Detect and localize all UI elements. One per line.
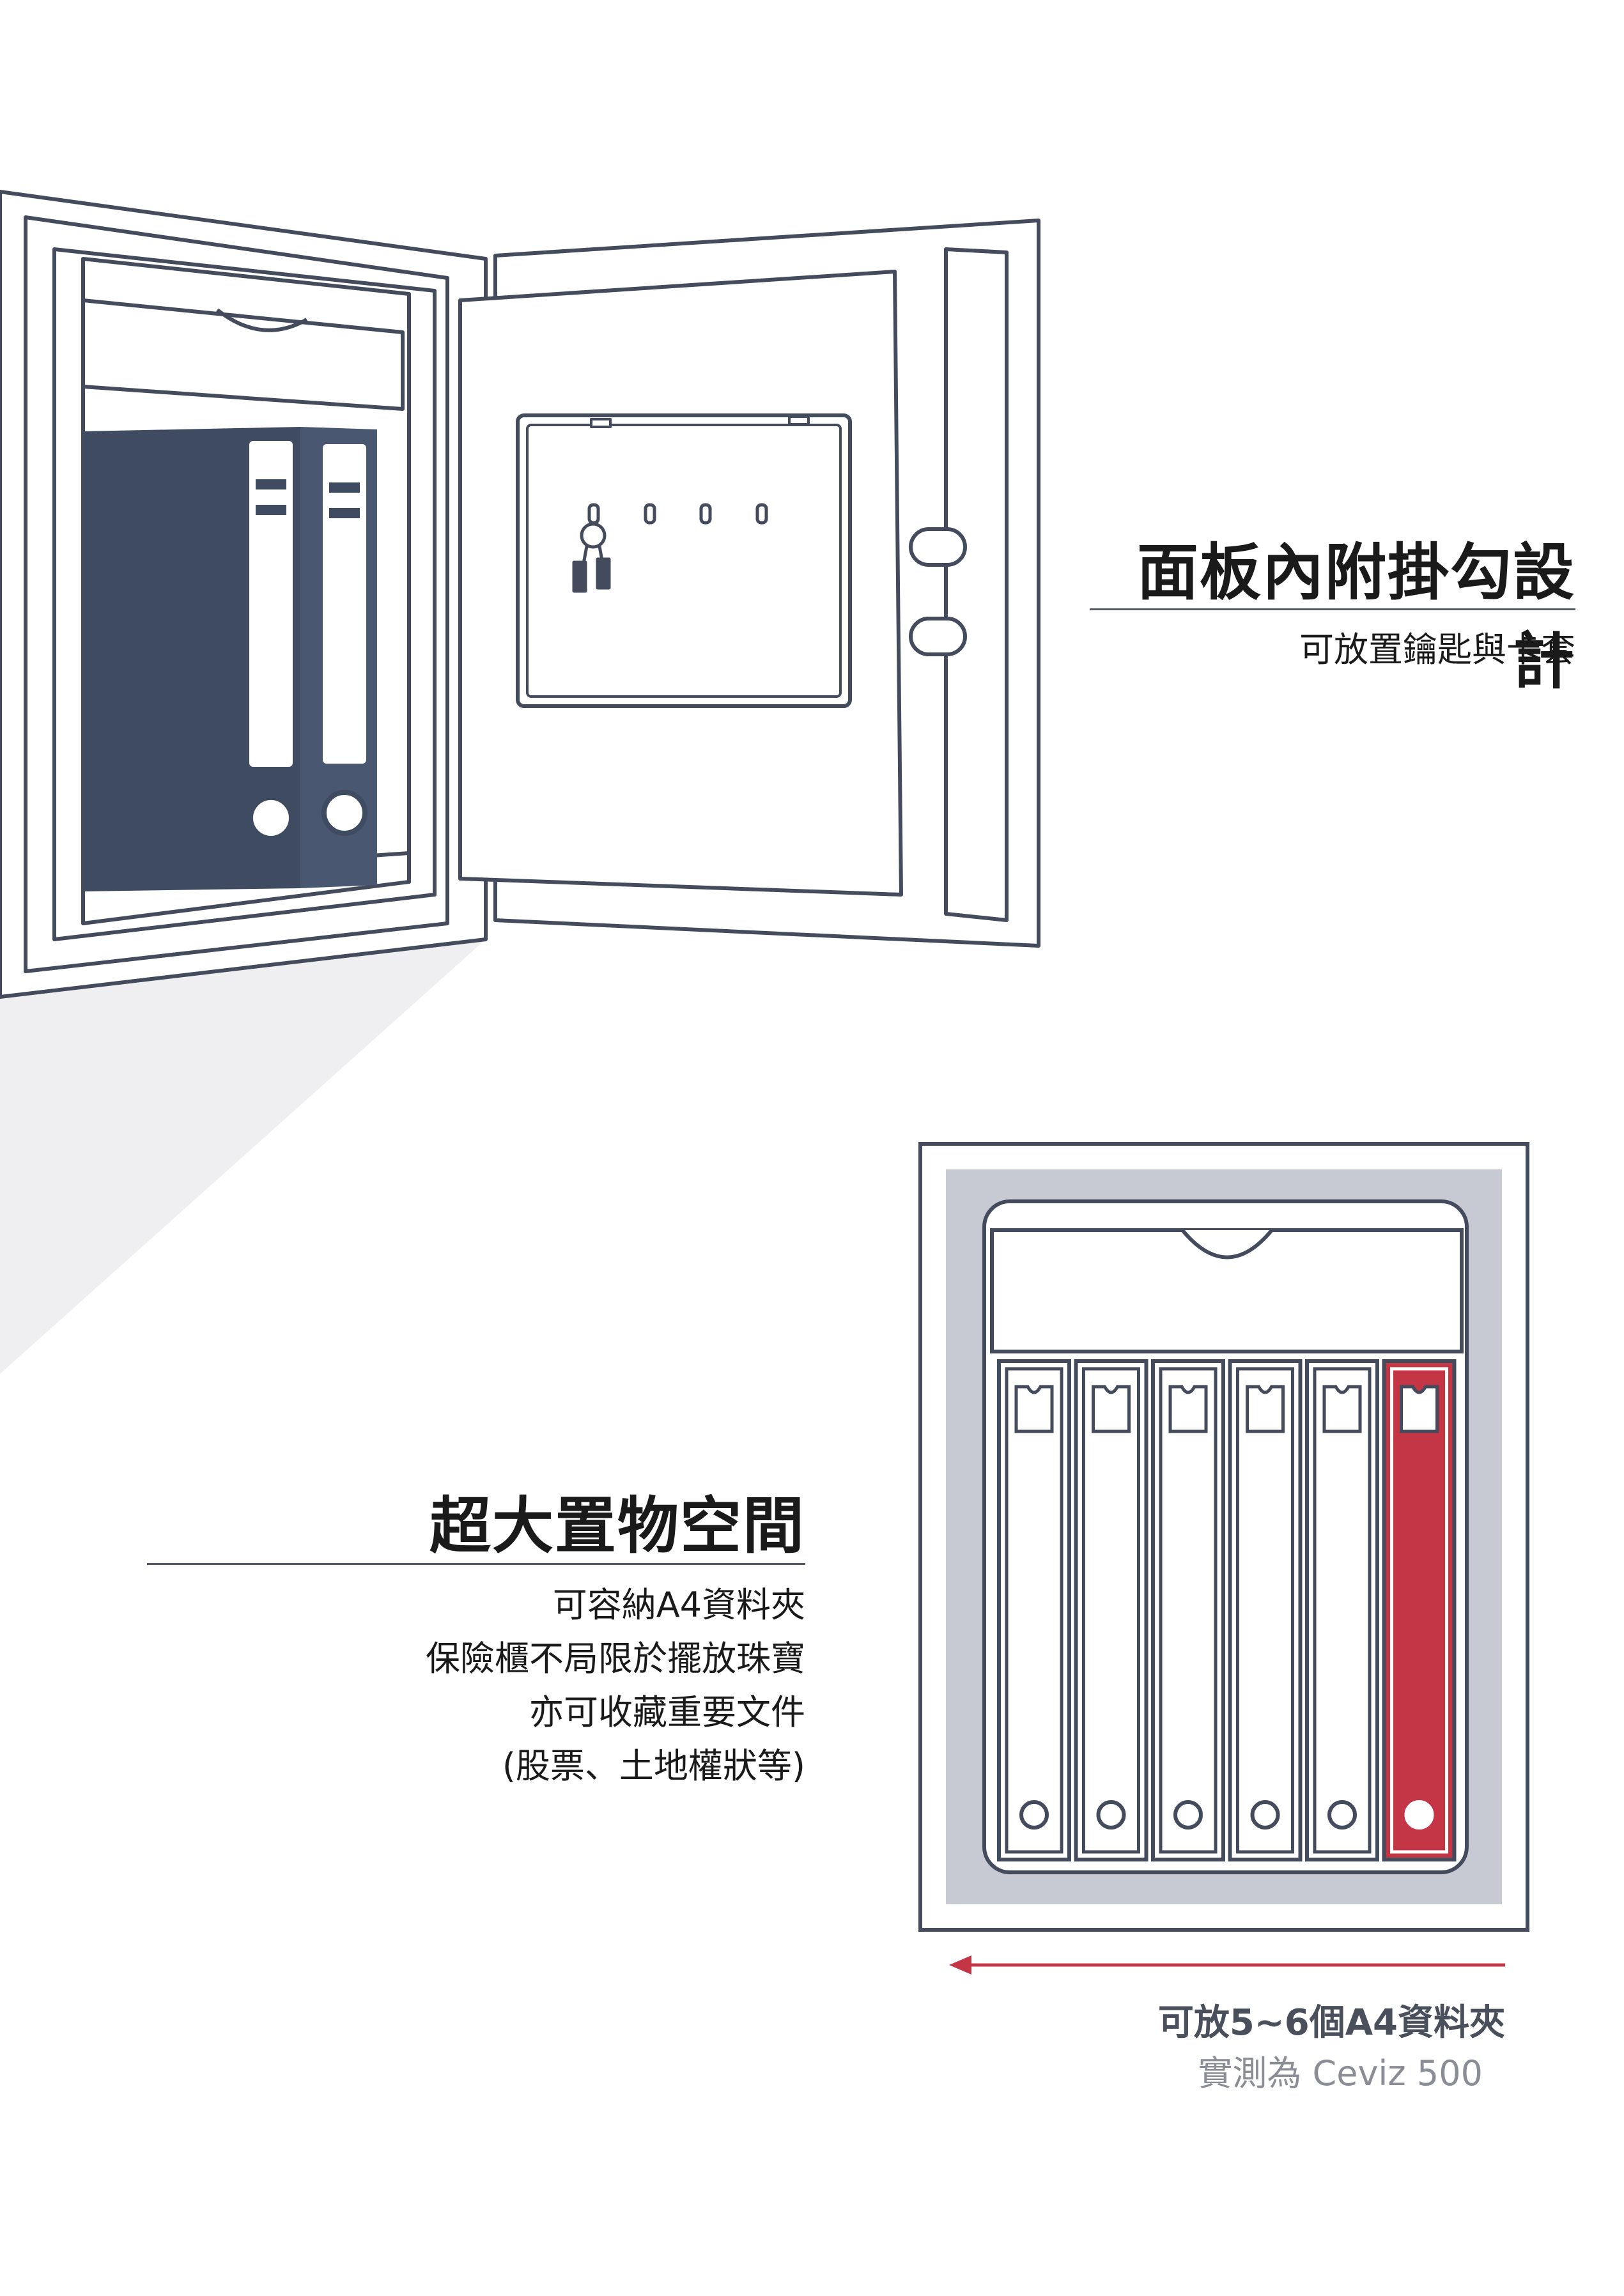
shadow-wedge [0,939,486,1374]
hook-2 [644,503,656,525]
binder-navy-1 [83,427,300,891]
door-step [944,247,1009,922]
binder-6 [1382,1359,1457,1861]
capacity-caption: 可放5~6個A4資料夾 [1157,2002,1505,2044]
hinge-top [909,527,967,567]
space-line-1: 可容納A4資料夾 [552,1585,805,1625]
binder-4 [1228,1359,1303,1861]
capacity-diagram [918,1142,1529,1932]
safe-cavity-frame [52,247,437,941]
space-section-divider [147,1563,805,1565]
binders-row [997,1359,1457,1861]
space-line-2: 保險櫃不局限於擺放珠寶 [426,1638,805,1679]
binder-5 [1305,1359,1379,1861]
space-section-title: 超大置物空間 [429,1490,805,1562]
top-shelf [81,298,405,411]
hook-4 [755,503,768,525]
hook-3 [699,503,712,525]
binder-2 [1074,1359,1148,1861]
navy-binders [83,427,377,891]
space-line-4: (股票、土地權狀等) [502,1746,805,1786]
panel-section-subtitle: 可放置鑰匙與卡套 [1299,629,1575,670]
binder-1 [997,1359,1071,1861]
hook-panel [516,413,852,708]
safe-door [458,219,1040,948]
hook-1 [587,503,600,525]
arrow-head [949,1955,971,1975]
shelf-notch [216,308,308,332]
diagram-shelf-notch [1180,1229,1274,1260]
panel-section-divider [1090,608,1575,610]
binder-3 [1151,1359,1225,1861]
capacity-arrow [949,1955,1505,1975]
key-icon [572,522,611,593]
safe-body-inner-frame [24,215,449,973]
space-section-lines: 可容納A4資料夾 保險櫃不局限於擺放珠寶 亦可收藏重要文件 (股票、土地權狀等) [147,1578,805,1793]
hinge-bottom [909,617,967,656]
panel-section-title: 面板內附掛勾設計 [1137,537,1575,697]
capacity-note: 實測為 Ceviz 500 [1198,2053,1483,2093]
space-line-3: 亦可收藏重要文件 [529,1692,805,1732]
